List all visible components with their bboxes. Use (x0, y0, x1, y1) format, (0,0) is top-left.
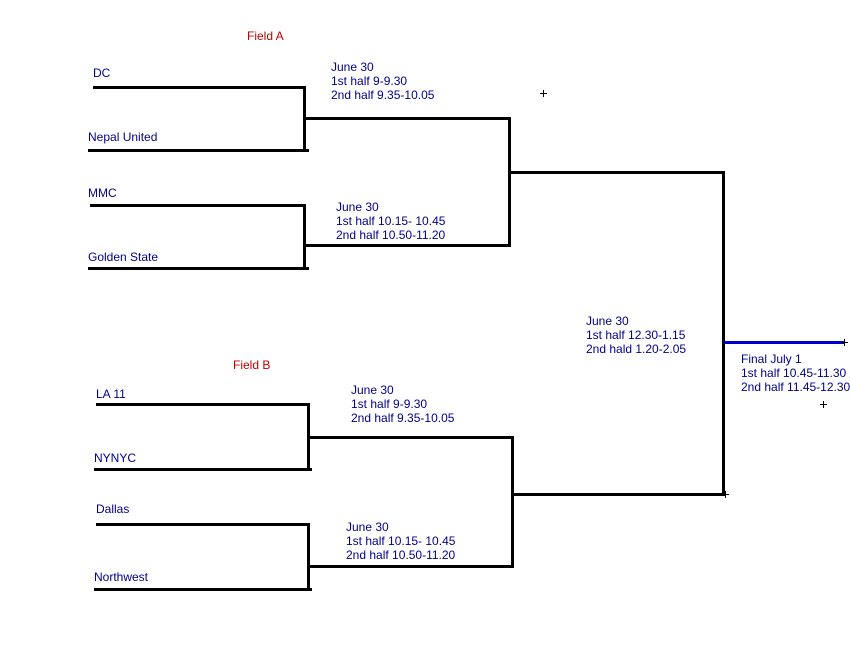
match-b2-connector (307, 523, 310, 591)
match-b2-date: June 30 (346, 520, 389, 534)
match-b1-second-half: 2nd half 9.35-10.05 (351, 411, 455, 425)
match-b2-schedule: June 30 1st half 10.15- 10.45 2nd half 1… (346, 520, 455, 562)
golden-underline (88, 267, 309, 270)
field-b-semifinal-winner-line (511, 493, 725, 496)
team-nepal: Nepal United (88, 130, 158, 144)
match-a2-date: June 30 (336, 200, 379, 214)
semifinal-second-half: 2nd hald 1.20-2.05 (586, 342, 687, 356)
match-b1-first-half: 1st half 9-9.30 (351, 397, 428, 411)
team-nynyc: NYNYC (94, 451, 137, 465)
team-dallas: Dallas (96, 502, 130, 516)
match-b1-winner-line (307, 436, 514, 439)
final-connector (722, 171, 725, 496)
team-la11: LA 11 (96, 387, 126, 401)
cross-mark-icon (841, 339, 848, 346)
nepal-underline (88, 149, 309, 152)
nynyc-underline (94, 468, 312, 471)
semifinal-first-half: 1st half 12.30-1.15 (586, 328, 686, 342)
cross-mark-icon (540, 90, 547, 97)
match-a2-connector (303, 204, 306, 270)
final-second-half: 2nd half 11.45-12.30 (741, 380, 850, 394)
final-date: Final July 1 (741, 352, 802, 366)
cross-mark-icon (820, 401, 827, 408)
mmc-underline (90, 204, 306, 207)
dc-underline (93, 86, 306, 89)
match-a1-first-half: 1st half 9-9.30 (331, 74, 408, 88)
field-a-semifinal-connector (508, 117, 511, 247)
match-a2-schedule: June 30 1st half 10.15- 10.45 2nd half 1… (336, 200, 445, 242)
team-mmc: MMC (88, 186, 117, 200)
dallas-underline (96, 523, 310, 526)
field-a-label: Field A (247, 29, 284, 43)
match-a1-second-half: 2nd half 9.35-10.05 (331, 88, 435, 102)
field-b-semifinal-connector (511, 436, 514, 568)
match-b1-date: June 30 (351, 383, 394, 397)
match-a2-second-half: 2nd half 10.50-11.20 (336, 228, 446, 242)
field-b-label: Field B (233, 358, 271, 372)
match-b2-winner-line (307, 565, 514, 568)
final-schedule: Final July 1 1st half 10.45-11.30 2nd ha… (741, 352, 850, 394)
match-b2-first-half: 1st half 10.15- 10.45 (346, 534, 456, 548)
match-a1-winner-line (303, 117, 511, 120)
cross-mark-icon (722, 491, 729, 498)
match-a2-first-half: 1st half 10.15- 10.45 (336, 214, 446, 228)
match-b1-schedule: June 30 1st half 9-9.30 2nd half 9.35-10… (351, 383, 454, 425)
semifinal-date: June 30 (586, 314, 629, 328)
match-a2-winner-line (303, 244, 511, 247)
final-winner-line (724, 341, 845, 344)
field-a-semifinal-winner-line (508, 171, 725, 174)
final-first-half: 1st half 10.45-11.30 (741, 366, 847, 380)
semifinal-schedule: June 30 1st half 12.30-1.15 2nd hald 1.2… (586, 314, 686, 356)
match-a1-date: June 30 (331, 60, 374, 74)
northwest-underline (94, 588, 312, 591)
match-a1-schedule: June 30 1st half 9-9.30 2nd half 9.35-10… (331, 60, 434, 102)
match-b2-second-half: 2nd half 10.50-11.20 (346, 548, 456, 562)
team-golden: Golden State (88, 250, 159, 264)
team-dc: DC (93, 66, 111, 80)
team-northwest: Northwest (94, 570, 149, 584)
la11-underline (96, 403, 310, 406)
